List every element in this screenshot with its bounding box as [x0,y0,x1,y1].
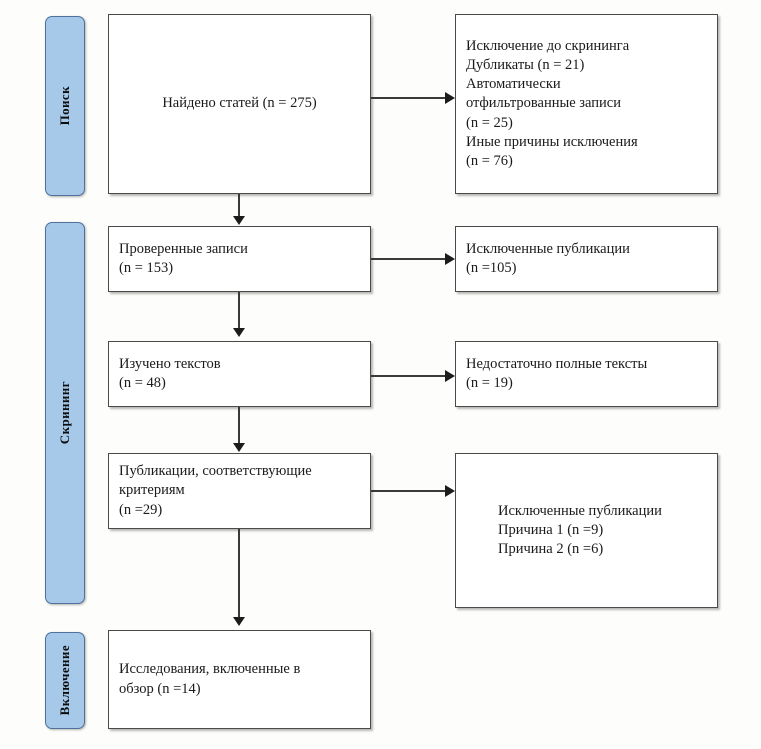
phase-label-included: Включение [57,645,72,716]
arrowhead-screened-to-excluded [445,253,455,265]
box-reports-excluded-text: Исключенные публикации Причина 1 (n =9) … [498,502,662,558]
arrowhead-identified-to-removed [445,92,455,104]
box-reports-sought: Изучено текстов (n = 48) [108,341,371,407]
connector-sought-to-assessed [238,407,240,445]
phase-bar-screening: Скрининг [45,222,85,604]
box-records-excluded-text: Исключенные публикации (n =105) [466,240,630,276]
arrowhead-sought-to-assessed [233,443,245,452]
connector-assessed-to-excluded [371,490,447,492]
box-reports-assessed-text: Публикации, соответствующие критериям (n… [119,463,312,518]
phase-label-identification: Поиск [57,86,72,126]
box-records-screened-text: Проверенные записи (n = 153) [119,240,248,276]
box-records-identified-text: Найдено статей (n = 275) [162,95,317,112]
box-reports-assessed: Публикации, соответствующие критериям (n… [108,453,371,529]
box-records-identified: Найдено статей (n = 275) [108,14,371,194]
box-studies-included-text: Исследования, включенные в обзор (n =14) [119,661,301,697]
arrowhead-sought-to-not-retrieved [445,370,455,382]
box-records-excluded: Исключенные публикации (n =105) [455,226,718,292]
arrowhead-assessed-to-included [233,617,245,626]
phase-label-screening: Скрининг [57,381,72,445]
box-reports-not-retrieved-text: Недостаточно полные тексты (n = 19) [466,355,648,391]
arrowhead-assessed-to-excluded [445,485,455,497]
box-reports-sought-text: Изучено текстов (n = 48) [119,355,221,391]
box-reports-not-retrieved: Недостаточно полные тексты (n = 19) [455,341,718,407]
connector-screened-to-excluded [371,258,447,260]
connector-sought-to-not-retrieved [371,375,447,377]
connector-assessed-to-included [238,529,240,619]
box-records-removed-before-screening-text: Исключение до скрининга Дубликаты (n = 2… [466,37,638,170]
arrowhead-screened-to-sought [233,328,245,337]
connector-screened-to-sought [238,292,240,330]
connector-identified-to-removed [371,97,447,99]
box-records-screened: Проверенные записи (n = 153) [108,226,371,292]
connector-identified-to-screened [238,194,240,219]
box-studies-included: Исследования, включенные в обзор (n =14) [108,630,371,729]
box-reports-excluded: Исключенные публикации Причина 1 (n =9) … [455,453,718,608]
arrowhead-identified-to-screened [233,216,245,225]
phase-bar-identification: Поиск [45,16,85,196]
phase-bar-included: Включение [45,632,85,729]
box-records-removed-before-screening: Исключение до скрининга Дубликаты (n = 2… [455,14,718,194]
